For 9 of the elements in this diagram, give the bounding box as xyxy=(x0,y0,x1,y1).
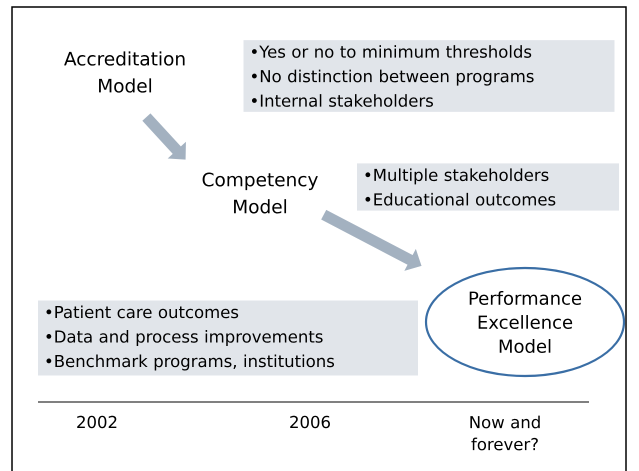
block-arrow xyxy=(142,113,186,160)
timeline-label: Now and forever? xyxy=(470,416,540,450)
model-title: Accreditation Model xyxy=(64,51,185,93)
bullet-list-box: •Patient care outcomes •Data and process improvements •Benchmark programs, institutions xyxy=(38,300,418,376)
model-title: Competency Model xyxy=(202,172,318,214)
bullet-list-box: •Multiple stakeholders •Educational outcomes xyxy=(357,163,619,211)
timeline-label: 2006 xyxy=(290,416,330,428)
bullet-list-box: •Yes or no to minimum thresholds •No distinction between programs •Internal stakeholders xyxy=(244,40,614,112)
timeline-label: 2002 xyxy=(77,416,116,428)
